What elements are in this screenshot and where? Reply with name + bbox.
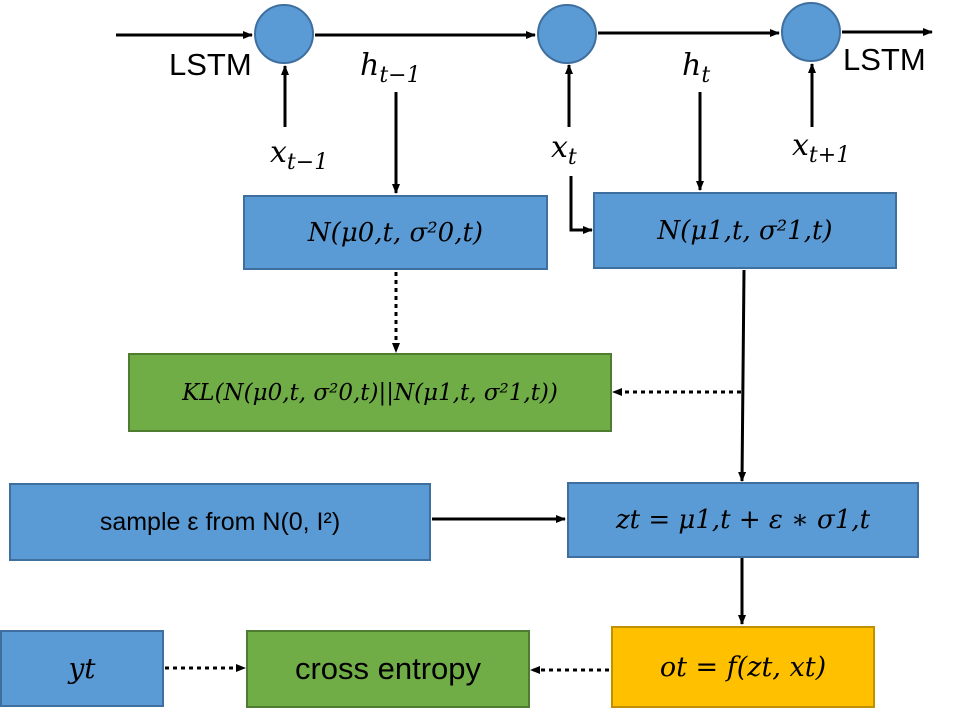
latent-z-box: zt = μ1,t + ε ∗ σ1,t: [567, 482, 919, 558]
cross-entropy-text: cross entropy: [294, 651, 482, 686]
lstm-node-current: [537, 4, 597, 64]
x-next-label: xt+1: [792, 128, 850, 168]
arrow-posterior-to-z: [738, 269, 747, 482]
posterior-distribution-box: N(μ1,t, σ²1,t): [593, 192, 897, 269]
prior-distribution-text: N(μ0,t, σ²0,t): [307, 217, 484, 248]
x-curr-label: xt: [551, 130, 577, 170]
kl-divergence-text: KL(N(μ0,t, σ²0,t)||N(μ1,t, σ²1,t)): [182, 379, 558, 406]
prior-distribution-box: N(μ0,t, σ²0,t): [243, 195, 548, 270]
h-prev-label: ht−1: [360, 48, 421, 88]
x-next-symbol: x: [792, 128, 809, 163]
x-prev-symbol: x: [270, 135, 287, 170]
target-y-box: yt: [0, 630, 164, 707]
x-next-subscript: t+1: [808, 143, 851, 168]
lstm-node-prev: [254, 4, 314, 64]
h-curr-symbol: h: [682, 48, 702, 83]
lstm-label-right: LSTM: [843, 42, 926, 77]
h-curr-label: ht: [682, 48, 710, 88]
x-curr-symbol: x: [551, 130, 568, 165]
cross-entropy-box: cross entropy: [246, 630, 530, 708]
lstm-label-left: LSTM: [169, 47, 252, 82]
output-o-text: ot = f(zt, xt): [659, 651, 827, 683]
x-prev-subscript: t−1: [286, 150, 329, 175]
x-prev-label: xt−1: [270, 135, 328, 175]
output-o-box: ot = f(zt, xt): [611, 626, 875, 708]
arrow-xcurr-to-posterior: [569, 176, 593, 234]
x-curr-subscript: t: [567, 145, 577, 170]
lstm-node-next: [781, 2, 841, 62]
h-prev-symbol: h: [360, 48, 380, 83]
sample-epsilon-text: sample ε from N(0, I²): [99, 507, 341, 536]
target-y-text: yt: [68, 652, 96, 685]
h-curr-subscript: t: [701, 63, 711, 88]
posterior-distribution-text: N(μ1,t, σ²1,t): [657, 215, 833, 246]
kl-divergence-box: KL(N(μ0,t, σ²0,t)||N(μ1,t, σ²1,t)): [128, 353, 612, 432]
sample-epsilon-box: sample ε from N(0, I²): [9, 483, 431, 561]
latent-z-text: zt = μ1,t + ε ∗ σ1,t: [615, 505, 871, 535]
h-prev-subscript: t−1: [379, 63, 421, 88]
